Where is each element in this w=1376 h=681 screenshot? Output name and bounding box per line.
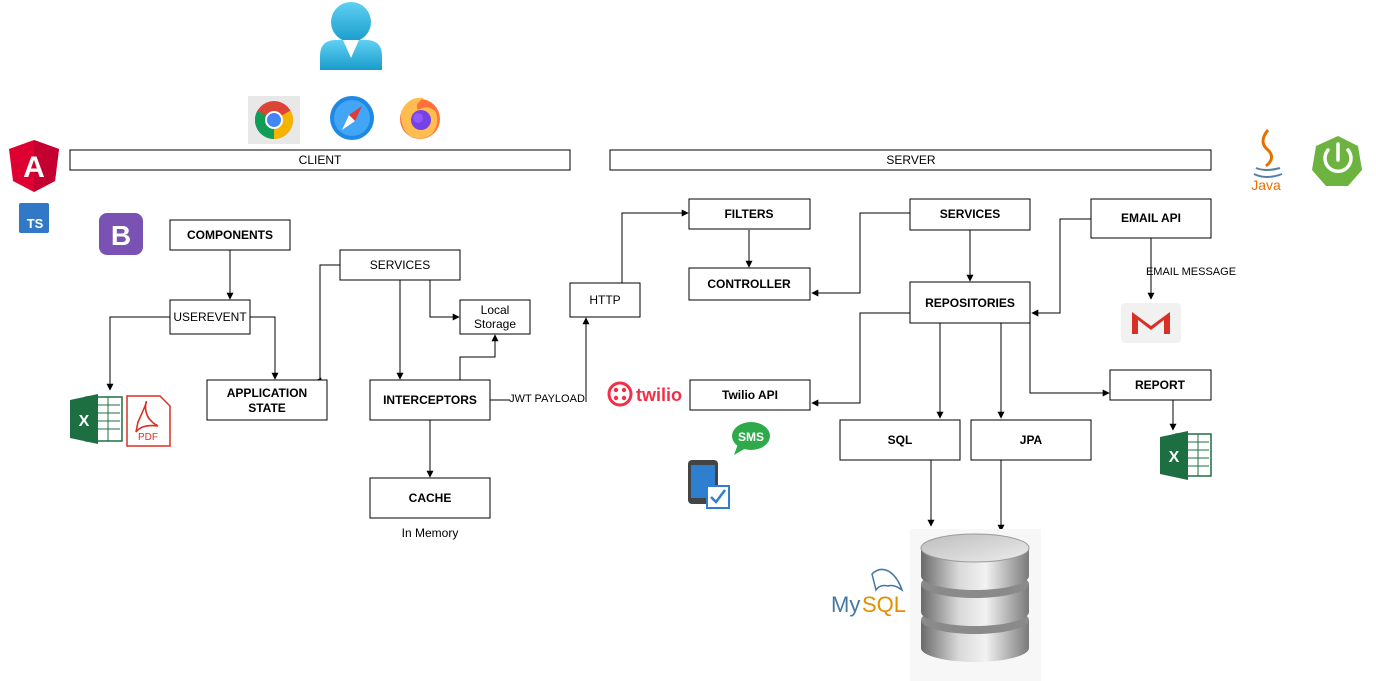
spring-logo xyxy=(1312,136,1362,186)
cache-box: CACHE xyxy=(369,477,491,519)
in-memory-label: In Memory xyxy=(402,526,459,540)
edge-services-appstate xyxy=(314,264,340,385)
local-storage-label-1: Local xyxy=(481,303,510,317)
local-storage-label-2: Storage xyxy=(474,317,516,331)
edges xyxy=(106,209,1177,532)
bootstrap-logo-letter: B xyxy=(111,220,131,251)
twilio-api-label: Twilio API xyxy=(722,388,778,402)
jpa-label: JPA xyxy=(1020,433,1043,447)
edge-userevent-appstate xyxy=(250,316,279,380)
chrome-icon xyxy=(248,96,300,144)
edge-interceptors-localstorage xyxy=(459,334,499,380)
controller-label: CONTROLLER xyxy=(707,277,791,291)
excel-icon-letter: X xyxy=(79,413,90,430)
excel-icon: X xyxy=(70,394,123,444)
email-api-box: EMAIL API xyxy=(1090,198,1212,239)
client-services-label: SERVICES xyxy=(370,258,430,272)
edge-repositories-twilio xyxy=(811,312,910,407)
jwt-payload-label: JWT PAYLOAD xyxy=(509,393,585,405)
application-state-label-1: APPLICATION xyxy=(227,386,307,400)
mobile-check-icon xyxy=(688,460,730,509)
angular-logo: A xyxy=(9,140,59,192)
safari-icon xyxy=(330,96,374,140)
email-api-label: EMAIL API xyxy=(1121,211,1181,225)
typescript-logo-text: TS xyxy=(27,216,44,231)
java-logo: Java xyxy=(1251,129,1283,193)
cache-label: CACHE xyxy=(409,491,452,505)
http-box: HTTP xyxy=(569,282,641,318)
filters-box: FILTERS xyxy=(688,198,811,230)
server-services-box: SERVICES xyxy=(909,198,1031,231)
mysql-logo-sql: SQL xyxy=(862,592,906,617)
edge-repositories-report xyxy=(1029,323,1110,397)
controller-box: CONTROLLER xyxy=(688,267,811,301)
mysql-logo: My SQL xyxy=(831,568,906,617)
report-label: REPORT xyxy=(1135,378,1186,392)
firefox-icon xyxy=(400,97,440,139)
edge-services-controller xyxy=(811,212,910,297)
pdf-icon-text: PDF xyxy=(138,432,158,443)
java-logo-text: Java xyxy=(1251,177,1281,193)
jpa-box: JPA xyxy=(970,419,1092,461)
server-banner: SERVER xyxy=(609,149,1212,171)
server-banner-label: SERVER xyxy=(886,153,935,167)
angular-logo-letter: A xyxy=(23,151,45,184)
server-services-label: SERVICES xyxy=(940,207,1000,221)
twilio-logo-text: twilio xyxy=(636,385,682,405)
client-banner-label: CLIENT xyxy=(299,153,342,167)
database-icon xyxy=(910,529,1041,681)
repositories-box: REPOSITORIES xyxy=(909,281,1031,324)
email-message-label: EMAIL MESSAGE xyxy=(1146,266,1236,278)
sql-box: SQL xyxy=(839,419,961,461)
user-icon xyxy=(320,2,382,70)
client-banner: CLIENT xyxy=(69,149,571,171)
userevent-label: USEREVENT xyxy=(173,310,247,324)
typescript-logo: TS xyxy=(19,203,49,233)
components-label: COMPONENTS xyxy=(187,228,273,242)
gmail-icon xyxy=(1121,303,1181,343)
repositories-label: REPOSITORIES xyxy=(925,296,1015,310)
sql-label: SQL xyxy=(888,433,913,447)
edge-http-filters xyxy=(621,209,689,283)
local-storage-box: Local Storage xyxy=(459,299,531,335)
http-label: HTTP xyxy=(589,293,620,307)
pdf-icon: PDF xyxy=(126,395,171,447)
edge-emailapi-repositories xyxy=(1031,218,1091,317)
interceptors-label: INTERCEPTORS xyxy=(383,393,477,407)
sms-icon-text: SMS xyxy=(738,430,764,444)
filters-label: FILTERS xyxy=(724,207,773,221)
twilio-logo: twilio xyxy=(607,381,682,407)
components-box: COMPONENTS xyxy=(169,219,291,251)
edge-services-localstorage xyxy=(429,280,460,321)
report-excel-letter: X xyxy=(1169,449,1180,466)
report-box: REPORT xyxy=(1109,369,1212,401)
interceptors-box: INTERCEPTORS xyxy=(369,379,491,421)
sms-icon: SMS xyxy=(732,422,770,455)
userevent-box: USEREVENT xyxy=(169,299,251,335)
report-excel-icon: X xyxy=(1160,431,1212,480)
mysql-logo-my: My xyxy=(831,592,860,617)
client-services-box: SERVICES xyxy=(339,249,461,281)
application-state-box: APPLICATION STATE xyxy=(206,379,328,421)
edge-userevent-excel xyxy=(106,316,170,391)
application-state-label-2: STATE xyxy=(248,401,286,415)
twilio-api-box: Twilio API xyxy=(689,379,811,411)
bootstrap-logo: B xyxy=(99,213,143,255)
